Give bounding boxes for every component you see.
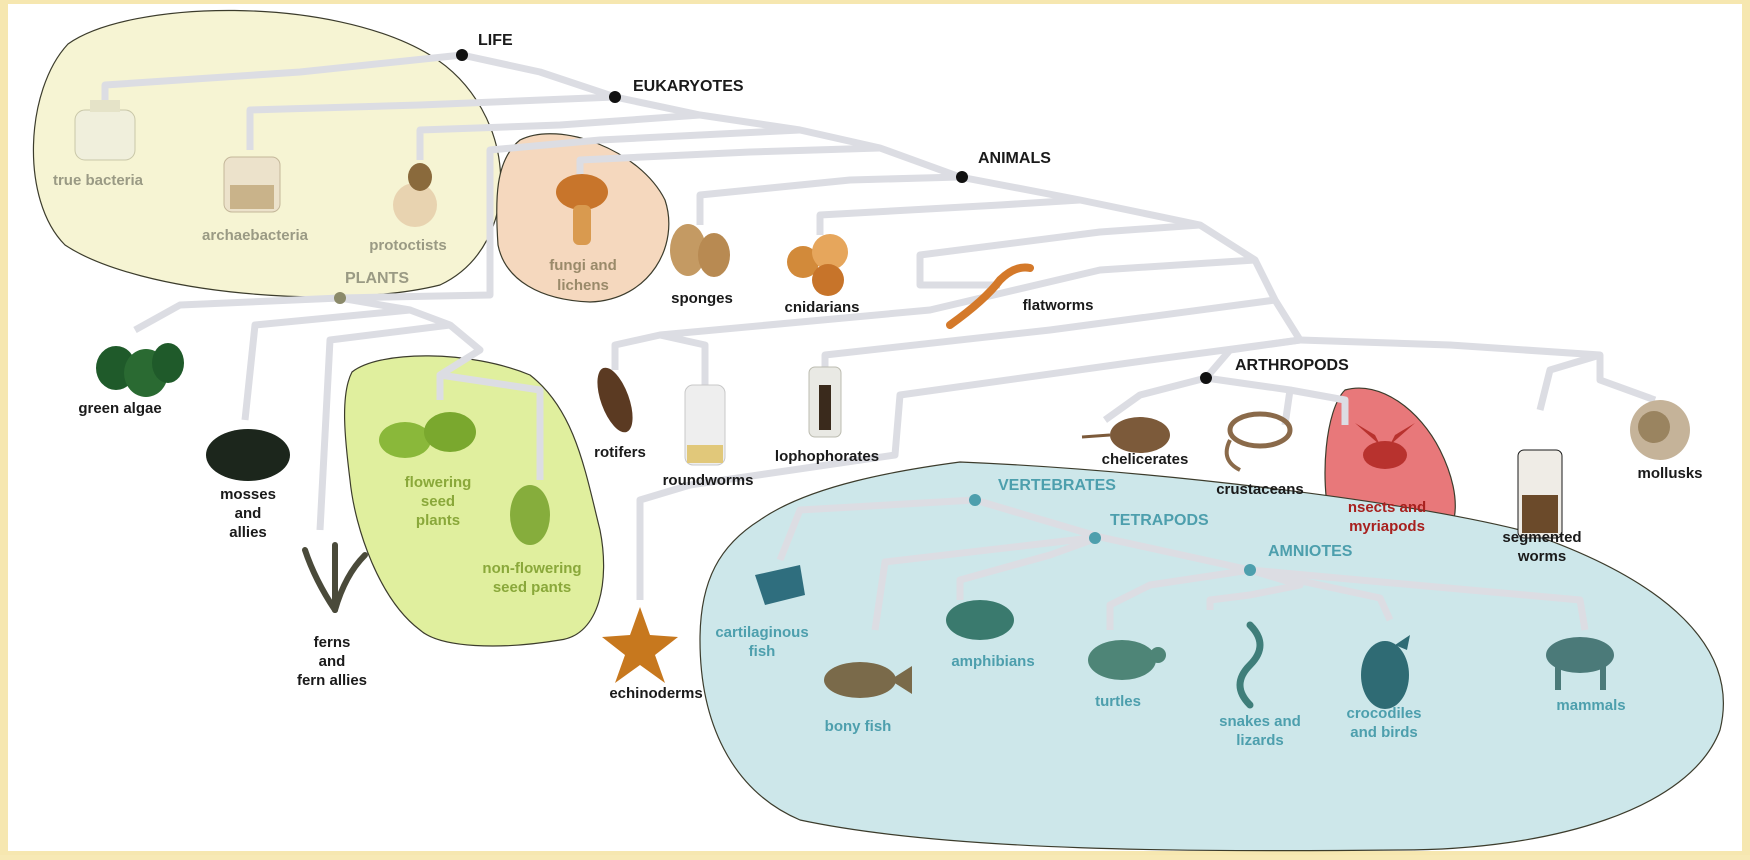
label-fungi-2: lichens — [557, 277, 609, 294]
label-snakes-2: lizards — [1236, 732, 1284, 749]
node-label-amniotes: AMNIOTES — [1268, 543, 1353, 560]
label-mollusks: mollusks — [1637, 465, 1702, 482]
node-label-animals: ANIMALS — [978, 150, 1051, 167]
label-nonflowering-1: non-flowering — [482, 560, 581, 577]
label-snakes-1: snakes and — [1219, 713, 1301, 730]
label-croc-2: and birds — [1350, 724, 1418, 741]
label-true-bacteria: true bacteria — [53, 172, 144, 189]
label-green-algae: green algae — [78, 400, 161, 417]
label-chelicerates: chelicerates — [1102, 451, 1189, 468]
label-mosses-1: mosses — [220, 486, 276, 503]
label-ferns-2: and — [319, 653, 346, 670]
label-flowering-1: flowering — [405, 474, 472, 491]
label-echinoderms: echinoderms — [609, 685, 702, 702]
label-rotifers: rotifers — [594, 444, 646, 461]
label-mosses-2: and — [235, 505, 262, 522]
archaebacteria-jar-icon — [224, 157, 280, 212]
label-mammals: mammals — [1556, 697, 1625, 714]
label-segmented-2: worms — [1517, 548, 1566, 565]
label-sponges: sponges — [671, 290, 733, 307]
node-label-tetrapods: TETRAPODS — [1110, 512, 1209, 529]
node-label-arthropods: ARTHROPODS — [1235, 357, 1349, 374]
roundworm-jar-icon — [685, 385, 725, 465]
label-ferns-1: ferns — [314, 634, 351, 651]
node-label-plants: PLANTS — [345, 270, 409, 287]
segmented-worm-jar-icon — [1518, 450, 1562, 538]
node-label-vertebrates: VERTEBRATES — [998, 477, 1116, 494]
label-flowering-3: plants — [416, 512, 460, 529]
label-fungi-1: fungi and — [549, 257, 617, 274]
node-label-life: LIFE — [478, 32, 513, 49]
label-insects-1: nsects and — [1348, 499, 1426, 516]
label-cartilaginous-1: cartilaginous — [715, 624, 808, 641]
label-cnidarians: cnidarians — [784, 299, 859, 316]
label-bony-fish: bony fish — [825, 718, 892, 735]
nautilus-icon — [1630, 400, 1690, 460]
label-flowering-2: seed — [421, 493, 455, 510]
label-segmented-1: segmented — [1502, 529, 1581, 546]
label-turtles: turtles — [1095, 693, 1141, 710]
label-mosses-3: allies — [229, 524, 267, 541]
label-roundworms: roundworms — [663, 472, 754, 489]
label-lophophorates: lophophorates — [775, 448, 879, 465]
label-nonflowering-2: seed pants — [493, 579, 571, 596]
frog-icon — [946, 600, 1014, 640]
label-croc-1: crocodiles — [1346, 705, 1421, 722]
label-ferns-3: fern allies — [297, 672, 367, 689]
label-flatworms: flatworms — [1023, 297, 1094, 314]
node-label-eukaryotes: EUKARYOTES — [633, 78, 744, 95]
label-cartilaginous-2: fish — [749, 643, 776, 660]
moss-icon — [206, 429, 290, 481]
label-amphibians: amphibians — [951, 653, 1034, 670]
lophophorate-jar-icon — [809, 367, 841, 437]
conifer-icon — [510, 485, 550, 545]
label-crustaceans: crustaceans — [1216, 481, 1304, 498]
label-insects-2: myriapods — [1349, 518, 1425, 535]
label-protoctists: protoctists — [369, 237, 447, 254]
label-archaebacteria: archaebacteria — [202, 227, 309, 244]
